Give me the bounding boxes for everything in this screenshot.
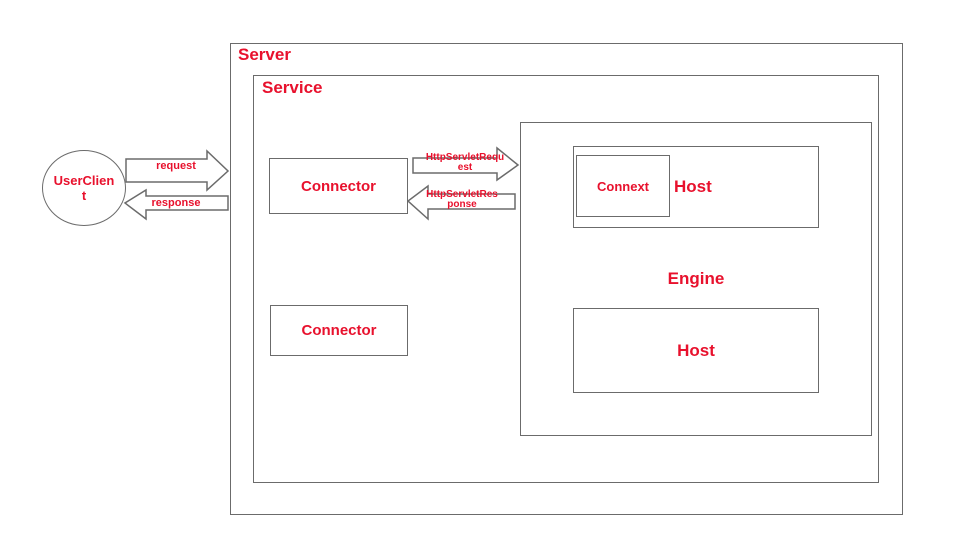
server-box (230, 43, 903, 515)
servlet-request-label-line-2: est (457, 162, 473, 173)
context-label: Connext (597, 178, 649, 194)
servlet-request-arrow-icon (412, 146, 520, 182)
engine-label: Engine (667, 269, 725, 288)
response-arrow-icon (123, 188, 229, 221)
servlet-response-arrow-icon (406, 184, 516, 221)
host-box-1 (573, 146, 819, 228)
response-label: response (151, 197, 201, 209)
connector-box-1 (269, 158, 408, 214)
request-arrow-icon (125, 149, 230, 192)
host-label-1: Host (674, 177, 712, 196)
connector-label-1: Connector (301, 177, 376, 195)
service-label: Service (262, 78, 323, 97)
request-label: request (156, 160, 196, 172)
connector-label-2: Connector (301, 322, 377, 339)
user-client-label-line-2: t (81, 188, 87, 203)
user-client-label-line-1: UserClien (53, 173, 115, 188)
server-label: Server (238, 45, 291, 64)
context-box (576, 155, 670, 217)
servlet-request-label-line-1: HttpServletRequ (425, 152, 505, 163)
user-client-label: UserClien t (42, 150, 126, 226)
service-box (253, 75, 879, 483)
connector-box-2 (270, 305, 408, 356)
engine-box (520, 122, 872, 436)
servlet-response-label-line-1: HttpServletRes (426, 189, 498, 200)
user-client-circle (42, 150, 126, 226)
servlet-response-label-line-2: ponse (447, 199, 477, 210)
host-box-2 (573, 308, 819, 393)
servlet-request-label: HttpServletRequ est (410, 153, 520, 173)
servlet-response-label: HttpServletRes ponse (407, 190, 517, 210)
host-label-2: Host (677, 340, 715, 360)
